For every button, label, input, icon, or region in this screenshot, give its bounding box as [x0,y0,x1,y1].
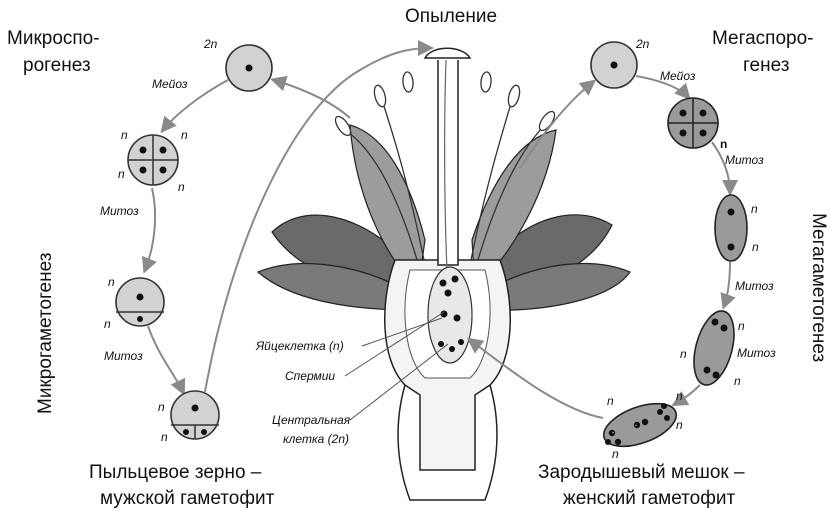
central-cell-label-2: клетка (2n) [283,432,349,446]
stigma [425,48,470,58]
pollination-label: Опыление [405,6,497,27]
arrow-mitosis-mega-2 [724,262,730,306]
n-9: n [720,137,727,151]
n-14: n [734,374,741,388]
label-mitosis-micro-1: Митоз [100,204,139,218]
n-1: n [121,128,128,142]
label-mitosis-mega-2: Митоз [735,279,774,293]
n-2: n [181,128,188,142]
egg-cell-label: Яйцеклетка (n) [255,339,344,353]
n-3: n [118,167,125,181]
label-2n-mega: 2n [635,37,650,51]
n-10: n [751,202,758,216]
microsporogenesis-label-1: Микроспо- [7,28,100,49]
label-mitosis-mega-3: Митоз [737,346,776,360]
microgametogenesis-label: Микрогаметогенез [35,253,56,414]
pollen-grain-label-1: Пыльцевое зерно – [89,462,262,483]
style [438,60,458,265]
pollen-grain-label-2: мужской гаметофит [100,488,275,509]
central-cell-label-1: Центральная [272,413,351,427]
megasporogenesis-label-2: генез [743,55,789,76]
label-meiosis-mega: Мейоз [660,69,696,83]
n-5: n [108,275,115,289]
n-7: n [158,400,165,414]
n-16: n [676,389,683,403]
embryo-sac-label-1: Зародышевый мешок – [538,462,745,483]
n-6: n [104,317,111,331]
microsporogenesis-label-2: рогенез [23,55,91,76]
label-2n-micro: 2n [203,37,218,51]
arrow-mitosis-micro-1 [145,188,155,270]
n-11: n [752,240,759,254]
label-mitosis-mega-1: Митоз [725,153,764,167]
label-meiosis-micro: Мейоз [152,77,188,91]
label-mitosis-micro-2: Митоз [104,349,143,363]
n-8: n [161,430,168,444]
n-4: n [178,180,185,194]
n-15: n [607,394,614,408]
arrow-mitosis-micro-2 [148,326,183,392]
embryo-sac-label-2: женский гаметофит [563,488,735,509]
n-17: n [676,418,683,432]
sperm-label: Спермии [285,369,335,383]
n-18: n [612,447,619,461]
embryo-sac-2-nuclei [715,195,747,261]
megasporogenesis-label-1: Мегаспоро- [712,28,814,49]
n-12: n [738,319,745,333]
n-13: n [680,347,687,361]
megagametogenesis-label: Мегагаметогенез [808,213,829,362]
